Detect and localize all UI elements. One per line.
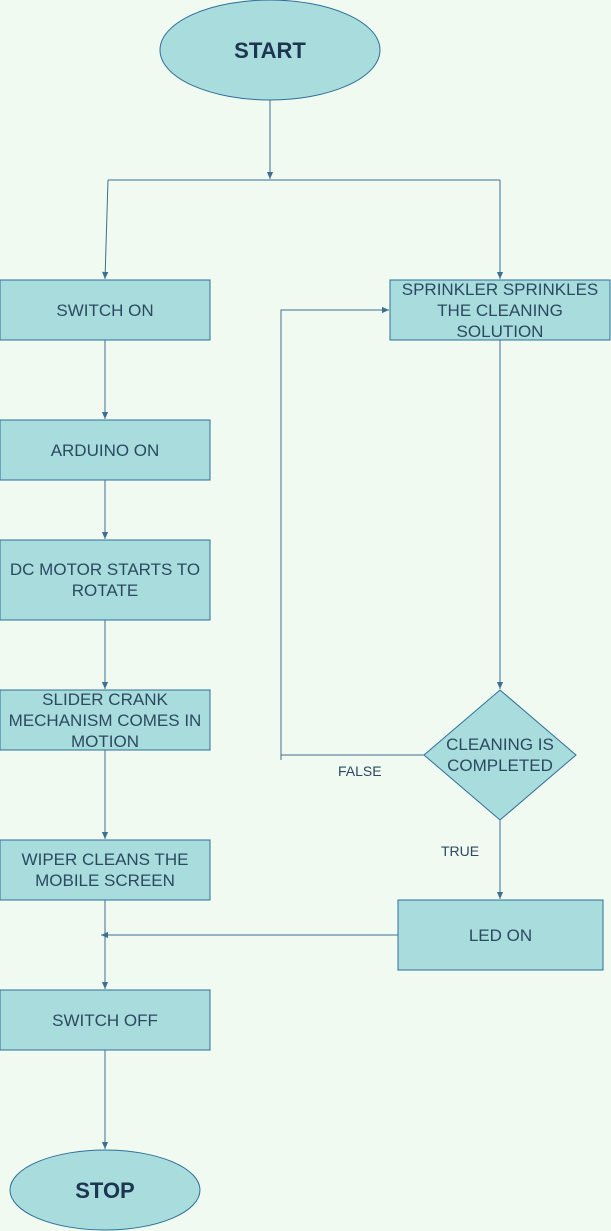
dc-motor-label: DC MOTOR STARTS TO ROTATE — [9, 560, 201, 600]
cleaning-completed-label: CLEANING IS COMPLETED — [446, 735, 554, 775]
start-label: START — [234, 37, 306, 63]
edge-decision-false-loop — [280, 754, 424, 760]
switch-off-shape — [0, 989, 211, 1051]
sprinkler-shape — [389, 279, 611, 341]
edge-false-loop-to-sprinkler — [280, 306, 389, 760]
slider-crank-label: SLIDER CRANK MECHANISM COMES IN MOTION — [8, 689, 202, 751]
true-edge-label: TRUE — [441, 843, 480, 859]
stop-terminal-shape — [9, 1149, 201, 1231]
switch-on-label: SWITCH ON — [56, 300, 154, 320]
stop-label: STOP — [75, 1177, 135, 1203]
arduino-on-label: ARDUINO ON — [50, 440, 160, 460]
dc-motor-shape — [0, 539, 211, 621]
arduino-on-shape — [0, 419, 211, 481]
led-on-label: LED ON — [468, 925, 533, 945]
led-on-shape — [397, 899, 604, 971]
slider-crank-shape — [0, 689, 211, 751]
switch-on-shape — [0, 279, 211, 341]
wiper-cleans-shape — [0, 839, 211, 901]
sprinkler-label: SPRINKLER SPRINKLES THE CLEANING SOLUTIO… — [401, 279, 599, 341]
edge-split-to-switch-on — [102, 179, 109, 280]
false-edge-label: FALSE — [338, 763, 382, 779]
switch-off-label: SWITCH OFF — [52, 1010, 158, 1030]
wiper-cleans-label: WIPER CLEANS THE MOBILE SCREEN — [21, 850, 189, 890]
